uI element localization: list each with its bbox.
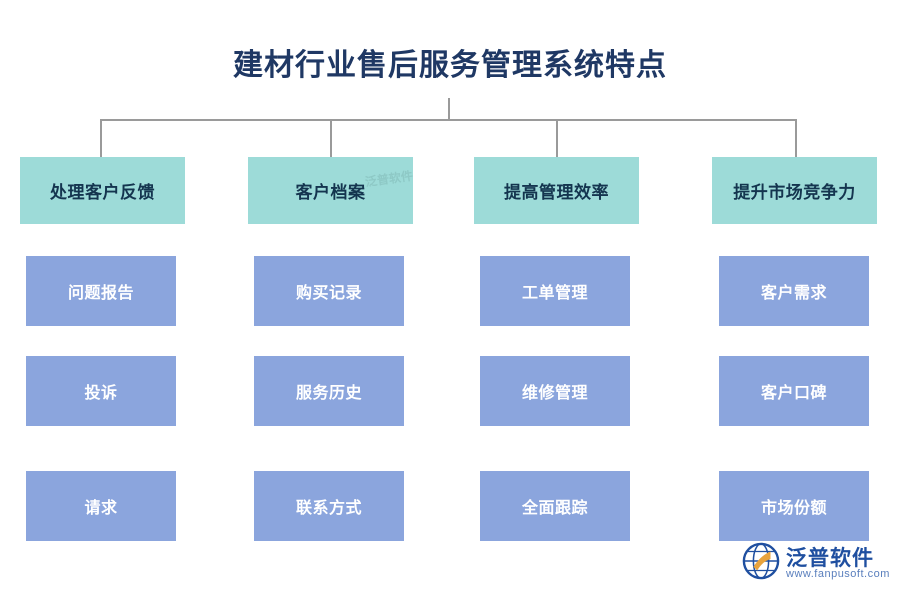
item-4-2[interactable]: 客户口碑 (719, 356, 869, 426)
item-2-1[interactable]: 购买记录 (254, 256, 404, 326)
connector-horizontal (100, 119, 797, 121)
item-2-3[interactable]: 联系方式 (254, 471, 404, 541)
connector-drop-2 (330, 119, 332, 157)
connector-drop-3 (556, 119, 558, 157)
connector-vertical-top (448, 98, 450, 120)
item-1-1[interactable]: 问题报告 (26, 256, 176, 326)
connector-drop-4 (795, 119, 797, 157)
item-3-2[interactable]: 维修管理 (480, 356, 630, 426)
item-3-3[interactable]: 全面跟踪 (480, 471, 630, 541)
page-title: 建材行业售后服务管理系统特点 (233, 49, 667, 82)
item-4-1[interactable]: 客户需求 (719, 256, 869, 326)
brand-logo: 泛普软件 www.fanpusoft.com (742, 540, 892, 588)
category-header-1[interactable]: 处理客户反馈 (20, 157, 185, 224)
connector-drop-1 (100, 119, 102, 157)
category-header-4[interactable]: 提升市场竞争力 (712, 157, 877, 224)
item-4-3[interactable]: 市场份额 (719, 471, 869, 541)
category-header-3[interactable]: 提高管理效率 (474, 157, 639, 224)
item-1-3[interactable]: 请求 (26, 471, 176, 541)
item-2-2[interactable]: 服务历史 (254, 356, 404, 426)
logo-name: 泛普软件 (786, 547, 874, 570)
item-1-2[interactable]: 投诉 (26, 356, 176, 426)
logo-url: www.fanpusoft.com (786, 568, 890, 580)
category-header-2[interactable]: 客户档案 (248, 157, 413, 224)
globe-icon (742, 542, 780, 580)
item-3-1[interactable]: 工单管理 (480, 256, 630, 326)
